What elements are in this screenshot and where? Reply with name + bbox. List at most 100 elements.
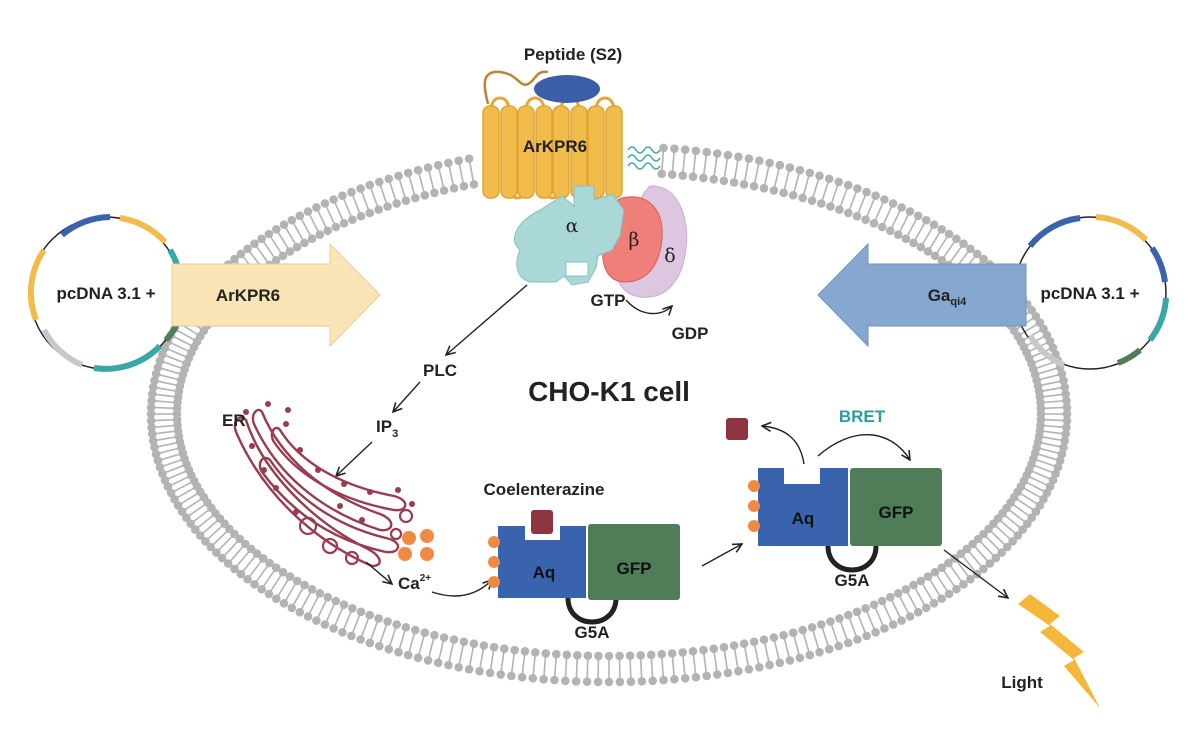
- membrane-lipid-head: [423, 163, 433, 172]
- membrane-lipid-head: [861, 604, 870, 613]
- membrane-lipid-head: [815, 647, 824, 657]
- membrane-lipid-tail: [428, 637, 435, 658]
- membrane-lipid-head: [901, 234, 911, 243]
- membrane-lipid-head: [798, 193, 807, 203]
- sensor-right-linker: [825, 545, 879, 573]
- membrane-lipid-head: [893, 230, 903, 239]
- membrane-lipid-tail: [936, 236, 949, 254]
- membrane-lipid-head: [805, 168, 815, 178]
- membrane-lipid-head: [374, 614, 383, 623]
- membrane-lipid-head: [723, 668, 733, 678]
- membrane-lipid-head: [973, 534, 983, 544]
- membrane-lipid-head: [739, 639, 749, 648]
- membrane-lipid-tail: [458, 644, 465, 665]
- membrane-lipid-tail: [553, 657, 557, 678]
- membrane-lipid-tail: [262, 569, 276, 588]
- membrane-lipid-tail: [1043, 406, 1064, 410]
- membrane-lipid-head: [375, 641, 384, 651]
- membrane-lipid-head: [648, 676, 657, 686]
- calcium-ion-2: [420, 529, 434, 543]
- membrane-lipid-head: [392, 199, 402, 208]
- membrane-lipid-tail: [962, 555, 976, 573]
- membrane-lipid-tail: [308, 595, 320, 615]
- membrane-lipid-head: [905, 207, 915, 216]
- membrane-lipid-tail: [398, 629, 406, 650]
- membrane-lipid-tail: [173, 335, 192, 347]
- plasmid-left-vector-label: pcDNA 3.1 +: [56, 284, 155, 303]
- membrane-lipid-head: [365, 638, 375, 648]
- membrane-lipid-tail: [162, 459, 183, 467]
- membrane-lipid-tail: [928, 578, 941, 597]
- membrane-lipid-head: [420, 191, 430, 200]
- membrane-lipid-tail: [164, 354, 185, 364]
- membrane-lipid-head: [626, 677, 636, 686]
- membrane-lipid-tail: [156, 386, 177, 392]
- membrane-lipid-head: [401, 196, 411, 205]
- membrane-lipid-head: [383, 202, 392, 211]
- membrane-lipid-head: [279, 599, 289, 608]
- membrane-lipid-head: [913, 607, 923, 617]
- membrane-lipid-tail: [890, 209, 902, 229]
- membrane-lipid-tail: [839, 187, 848, 208]
- membrane-lipid-tail: [167, 348, 187, 358]
- plasmid-right-segment-yellow: [1095, 214, 1149, 243]
- membrane-lipid-head: [1053, 462, 1063, 472]
- tm-helix-4: [535, 105, 553, 199]
- tm-helix-3: [517, 105, 535, 199]
- membrane-lipid-head: [713, 670, 722, 679]
- membrane-lipid-head: [459, 181, 469, 191]
- membrane-lipid-tail: [890, 599, 902, 619]
- sensor-right-ca-2: [748, 500, 760, 512]
- membrane-lipid-head: [625, 651, 635, 660]
- membrane-lipid-tail: [629, 658, 632, 679]
- membrane-lipid-head: [158, 469, 167, 479]
- membrane-lipid-tail: [201, 519, 219, 535]
- membrane-lipid-head: [795, 165, 805, 175]
- er-vesicle-5: [389, 527, 403, 541]
- membrane-lipid-head: [888, 620, 898, 629]
- membrane-lipid-head: [454, 156, 464, 165]
- plasmid-left: pcDNA 3.1 +: [27, 214, 183, 372]
- membrane-lipid-head: [278, 251, 288, 261]
- membrane-lipid-tail: [269, 574, 282, 592]
- receptor-n-terminus: [483, 70, 549, 105]
- membrane-lipid-head: [423, 656, 433, 665]
- membrane-lipid-tail: [1037, 453, 1058, 461]
- membrane-lipid-head: [862, 187, 871, 197]
- membrane-lipid-head: [439, 186, 449, 195]
- membrane-lipid-tail: [906, 591, 918, 610]
- membrane-lipid-head: [265, 558, 274, 568]
- membrane-lipid-tail: [848, 191, 858, 211]
- membrane-lipid-head: [877, 596, 887, 606]
- membrane-lipid-head: [691, 146, 701, 156]
- membrane-lipid-head: [264, 589, 274, 599]
- membrane-lipid-tail: [164, 464, 185, 474]
- membrane-lipid-tail: [955, 560, 970, 578]
- membrane-lipid-head: [365, 610, 375, 620]
- membrane-lipid-tail: [802, 175, 810, 196]
- membrane-lipid-head: [709, 644, 718, 653]
- membrane-lipid-head: [392, 620, 402, 629]
- membrane-lipid-head: [798, 625, 807, 635]
- membrane-lipid-head: [394, 171, 403, 181]
- membrane-lipid-head: [678, 171, 687, 180]
- membrane-lipid-head: [1031, 312, 1041, 321]
- membrane-lipid-head: [320, 620, 330, 629]
- membrane-lipid-head: [356, 211, 366, 221]
- membrane-lipid-head: [258, 554, 268, 563]
- membrane-lipid-head: [356, 184, 365, 193]
- membrane-lipid-tail: [564, 657, 568, 678]
- membrane-lipid-tail: [942, 569, 956, 588]
- light-label: Light: [1001, 673, 1043, 692]
- plc-label: PLC: [423, 361, 457, 380]
- membrane-lipid-tail: [154, 400, 175, 404]
- calcium-sup: 2+: [420, 573, 432, 584]
- membrane-lipid-head: [880, 195, 889, 204]
- sensor-left-gfp-label: GFP: [617, 559, 652, 578]
- membrane-lipid-head: [303, 612, 313, 621]
- sensor-left-gfp: [588, 524, 680, 600]
- cell-membrane: [146, 143, 1072, 687]
- plasmid-right-segment-blue-2: [1149, 246, 1168, 283]
- membrane-lipid-tail: [197, 514, 214, 529]
- membrane-lipid-head: [719, 642, 729, 652]
